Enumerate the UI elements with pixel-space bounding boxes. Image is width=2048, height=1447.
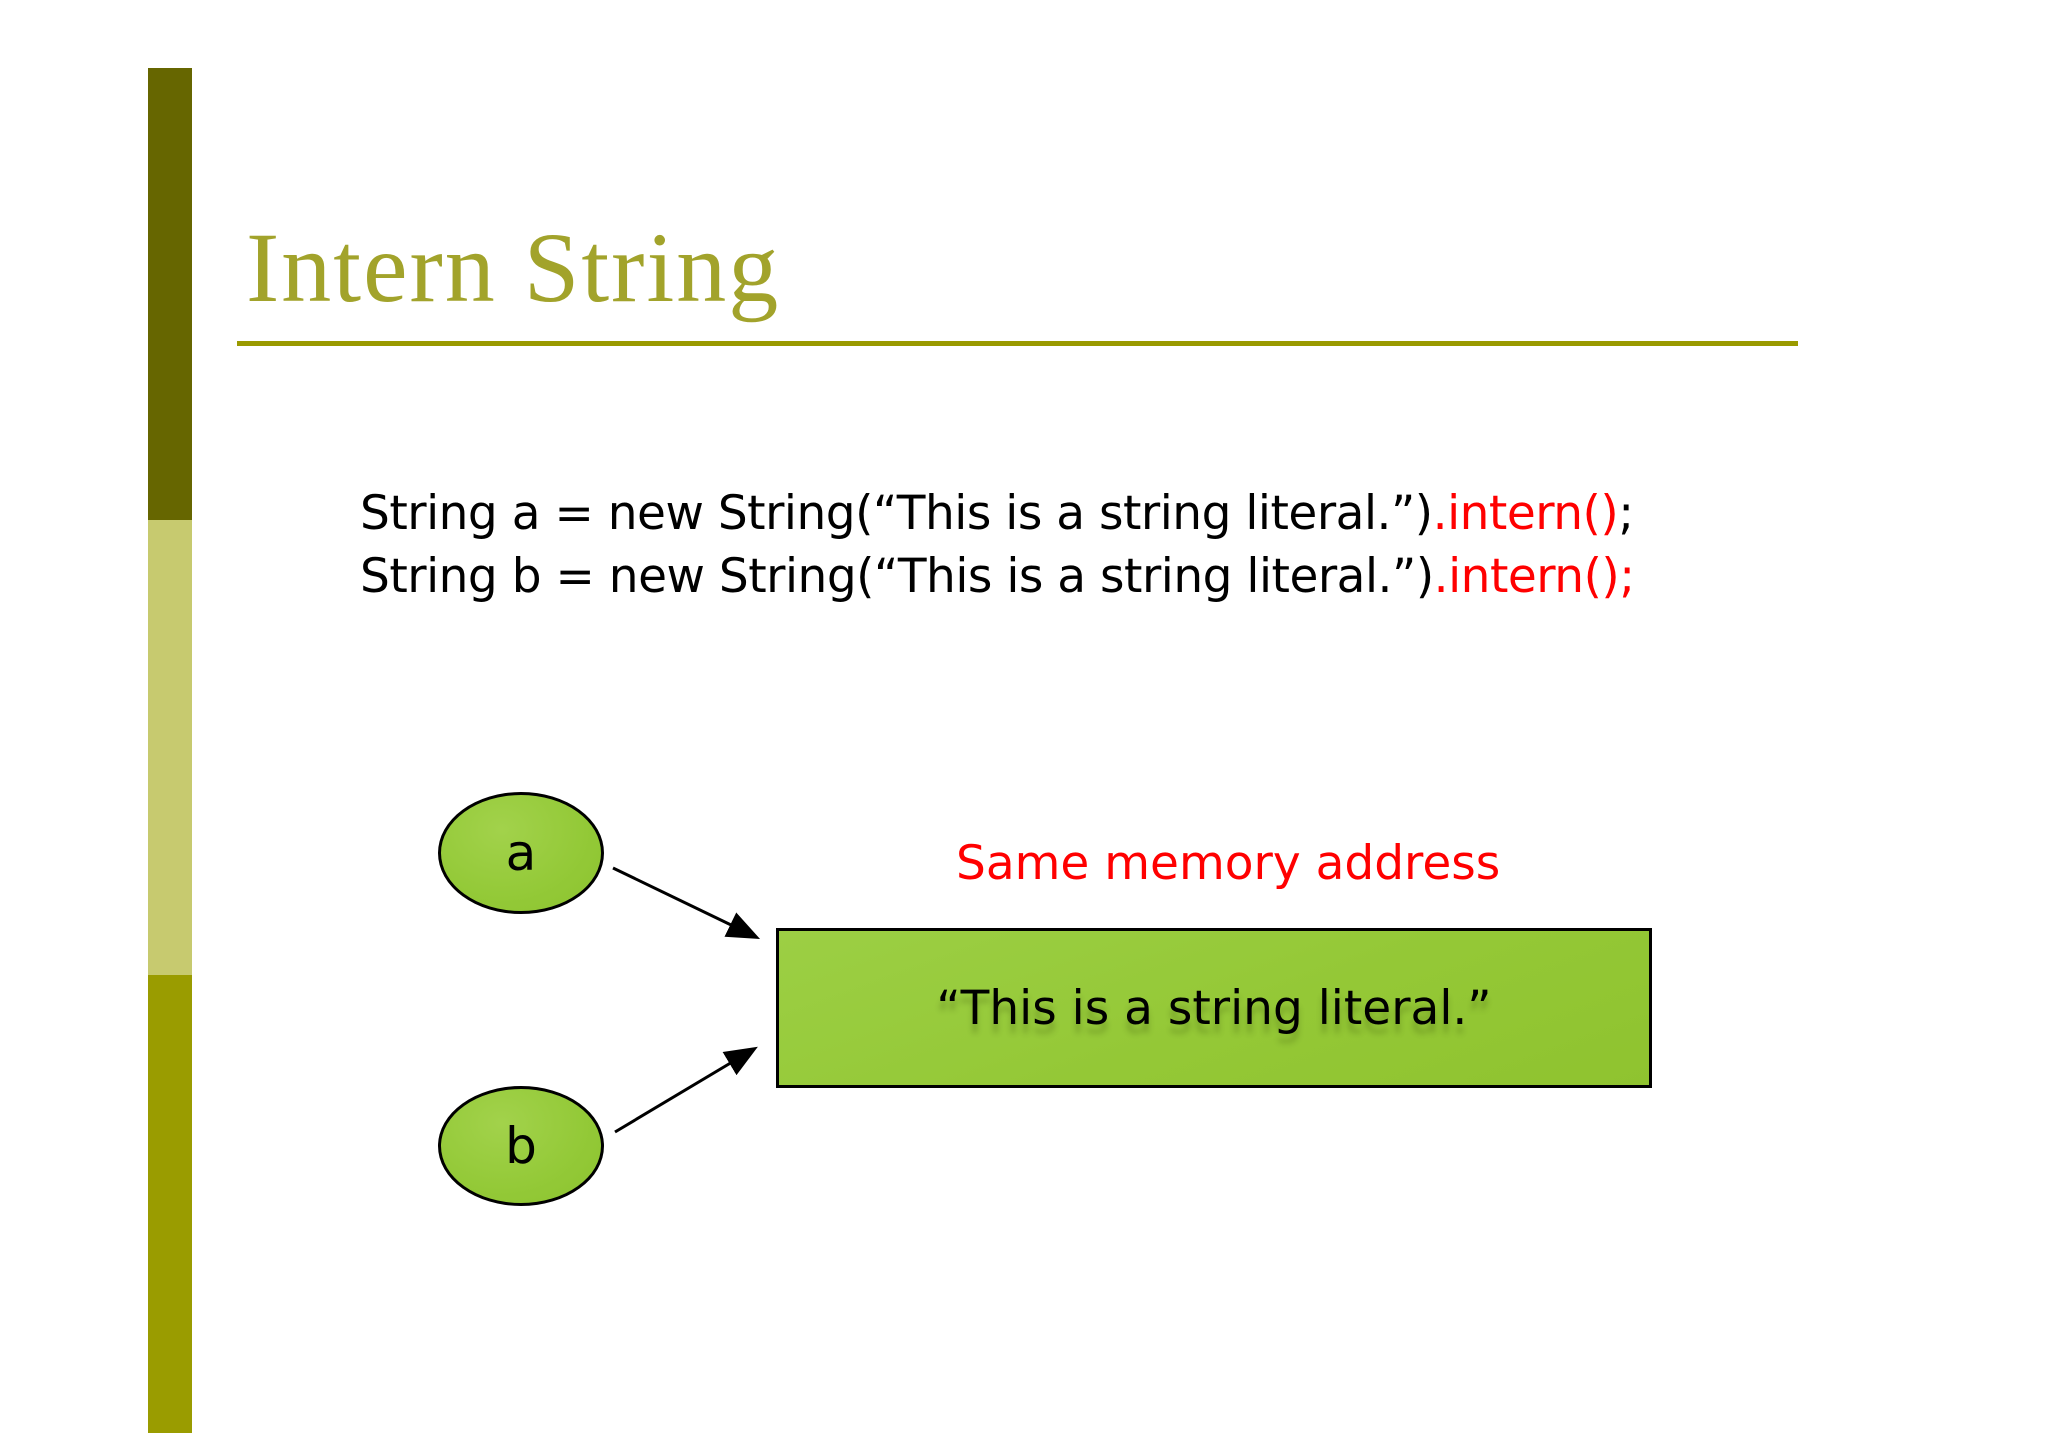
code-line-a-main: String a = new String(“This is a string …	[360, 486, 1433, 541]
arrow-b-to-literal	[614, 1046, 758, 1134]
title-underline	[237, 341, 1798, 346]
code-line-a-semicolon: ;	[1618, 486, 1634, 541]
code-line-a: String a = new String(“This is a string …	[360, 482, 1635, 545]
sidebar-segment-light	[148, 520, 192, 975]
variable-b-label: b	[505, 1117, 537, 1175]
string-literal-box: “This is a string literal.”	[776, 928, 1652, 1088]
slide-title: Intern String	[246, 212, 781, 323]
variable-a-ellipse: a	[438, 792, 604, 914]
code-line-b-main: String b = new String(“This is a string …	[360, 549, 1434, 604]
same-memory-address-label: Same memory address	[956, 836, 1501, 891]
code-line-b: String b = new String(“This is a string …	[360, 545, 1635, 608]
code-line-b-intern: .intern();	[1433, 549, 1635, 604]
sidebar-segment-dark	[148, 68, 192, 520]
string-literal-text: “This is a string literal.”	[936, 980, 1492, 1036]
sidebar-segment-olive	[148, 975, 192, 1433]
variable-b-ellipse: b	[438, 1086, 604, 1206]
code-line-a-intern: .intern()	[1432, 486, 1619, 541]
arrow-a-to-literal	[612, 866, 761, 939]
code-snippet: String a = new String(“This is a string …	[360, 482, 1635, 608]
accent-sidebar	[148, 68, 192, 1433]
variable-a-label: a	[505, 824, 537, 882]
